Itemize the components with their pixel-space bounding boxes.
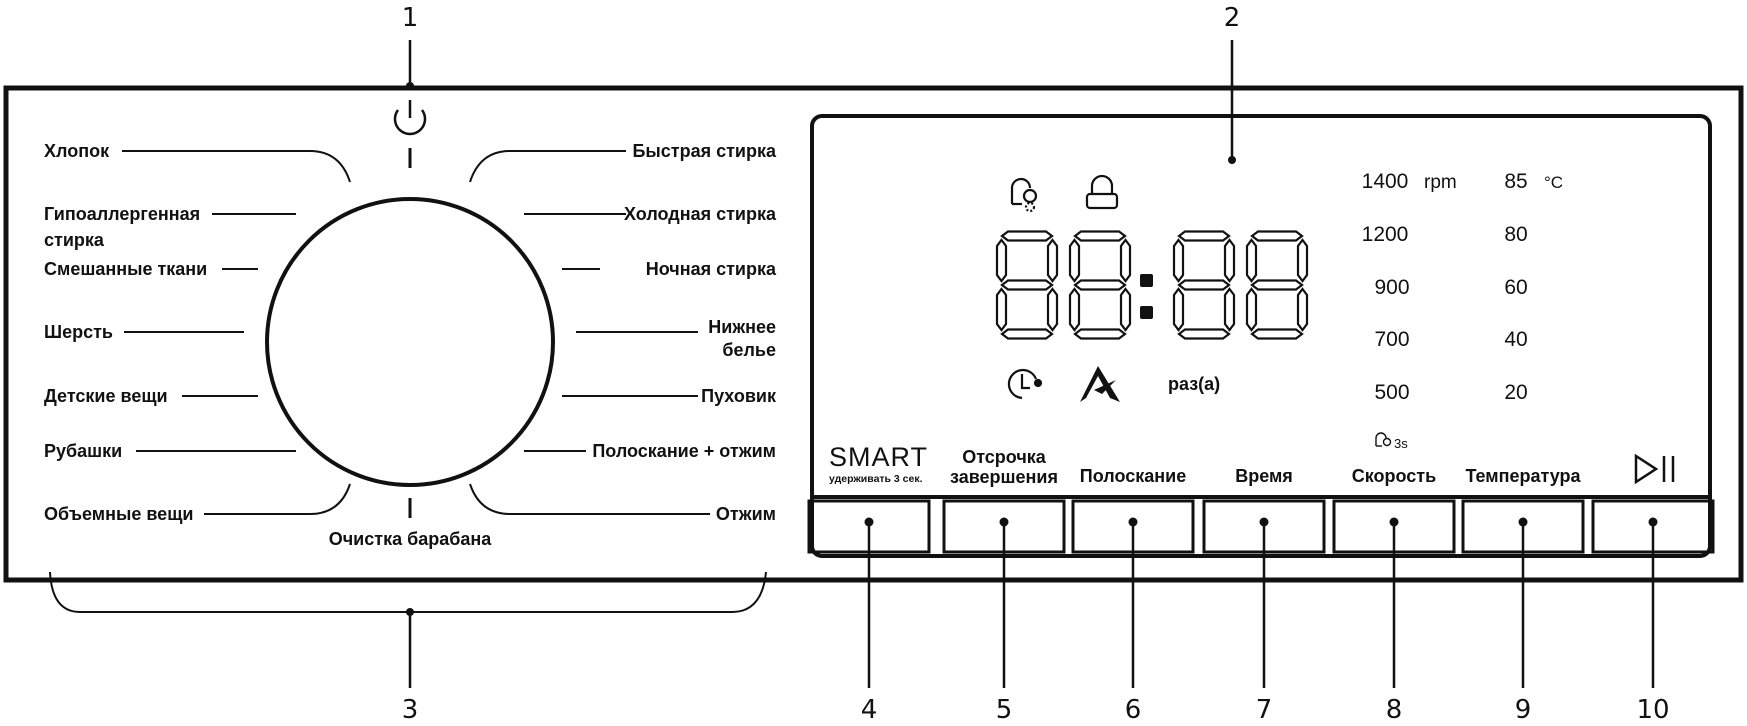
- time-digits: [995, 230, 1309, 340]
- temperature-label: Температура: [1465, 466, 1581, 486]
- program-underwear[interactable]: Нижнее: [708, 317, 776, 337]
- delay-timer-icon: [1007, 368, 1043, 400]
- callout-6: 6: [1125, 695, 1142, 725]
- digit-3-seg-f: [1172, 238, 1185, 283]
- program-bulky[interactable]: Объемные вещи: [44, 504, 193, 524]
- left-program-leaders: [122, 150, 351, 515]
- digit-1-seg-f: [995, 238, 1008, 283]
- temp-60: 60: [1504, 276, 1527, 299]
- speed-column: 1400 1200 900 700 500: [1362, 170, 1410, 404]
- digit-4-seg-d: [1250, 328, 1304, 340]
- temp-column: 85 80 60 40 20: [1504, 170, 1527, 404]
- digit-1-seg-a: [1000, 230, 1054, 242]
- door-lock-icon: [1085, 174, 1119, 210]
- digit-3-seg-a: [1177, 230, 1231, 242]
- child-lock-3s-icon: [1375, 432, 1392, 447]
- digit-2-seg-e: [1068, 287, 1081, 332]
- digit-4-seg-g: [1250, 279, 1304, 291]
- program-cotton[interactable]: Хлопок: [44, 141, 110, 161]
- play-pause-icon: [1634, 453, 1675, 485]
- digit-2-seg-g: [1073, 279, 1127, 291]
- control-panel-frame: [3, 85, 1744, 583]
- speed-1400: 1400: [1362, 170, 1409, 193]
- speed-label: Скорость: [1352, 466, 1436, 486]
- callout-5: 5: [996, 695, 1013, 725]
- smart-sublabel: удерживать 3 сек.: [829, 473, 923, 485]
- program-wool[interactable]: Шерсть: [44, 322, 113, 342]
- callout-9: 9: [1515, 695, 1532, 725]
- program-quick[interactable]: Быстрая стирка: [632, 141, 777, 161]
- speed-900: 900: [1374, 276, 1409, 299]
- child-lock-3s-label: 3s: [1394, 436, 1408, 451]
- digit-4-seg-c: [1296, 287, 1309, 332]
- program-mixed[interactable]: Смешанные ткани: [44, 259, 207, 279]
- callout-8: 8: [1386, 695, 1403, 725]
- program-night[interactable]: Ночная стирка: [646, 259, 777, 279]
- program-down[interactable]: Пуховик: [701, 386, 777, 406]
- temp-unit: °C: [1544, 173, 1563, 192]
- child-lock-icon: [1010, 177, 1038, 213]
- digit-2-seg-c: [1119, 287, 1132, 332]
- callout-2: 2: [1224, 3, 1241, 33]
- temp-85: 85: [1504, 170, 1527, 193]
- speed-1200: 1200: [1362, 223, 1409, 246]
- digit-3-seg-e: [1172, 287, 1185, 332]
- digit-3-seg-d: [1177, 328, 1231, 340]
- digit-3-seg-b: [1223, 238, 1236, 283]
- callout-4: 4: [861, 695, 878, 725]
- program-underwear-line2[interactable]: белье: [722, 340, 776, 360]
- digit-4-seg-f: [1245, 238, 1258, 283]
- rinse-times-label: раз(а): [1168, 374, 1220, 394]
- digit-3-seg-c: [1223, 287, 1236, 332]
- button-row: 4 5 6 7 8 9 10: [807, 499, 1715, 725]
- temp-40: 40: [1504, 328, 1527, 351]
- power-icon[interactable]: [393, 100, 427, 136]
- time-label: Время: [1235, 466, 1293, 486]
- auto-icon: [1080, 366, 1120, 402]
- program-dial[interactable]: [265, 197, 555, 487]
- digit-4-seg-e: [1245, 287, 1258, 332]
- callout-3: 3: [402, 695, 419, 725]
- program-spin[interactable]: Отжим: [716, 504, 776, 524]
- program-baby[interactable]: Детские вещи: [44, 386, 168, 406]
- digits-colon: [1140, 274, 1153, 319]
- temp-80: 80: [1504, 223, 1527, 246]
- digit-1-seg-e: [995, 287, 1008, 332]
- smart-label: SMART: [829, 442, 928, 472]
- speed-700: 700: [1374, 328, 1409, 351]
- digit-2-seg-b: [1119, 238, 1132, 283]
- digit-1-seg-c: [1046, 287, 1059, 332]
- delay-label-2: завершения: [950, 467, 1058, 487]
- right-program-leaders: [469, 150, 710, 515]
- callout-7: 7: [1256, 695, 1273, 725]
- delay-label-1: Отсрочка: [962, 447, 1047, 467]
- display-panel: [810, 114, 1712, 558]
- temp-20: 20: [1504, 381, 1527, 404]
- rinse-label: Полоскание: [1080, 466, 1186, 486]
- program-drum-clean[interactable]: Очистка барабана: [329, 529, 492, 549]
- digit-2-seg-d: [1073, 328, 1127, 340]
- digit-3-seg-g: [1177, 279, 1231, 291]
- program-hypoallergenic-line2[interactable]: стирка: [44, 230, 105, 250]
- speed-unit: rpm: [1424, 172, 1457, 193]
- digit-1-seg-b: [1046, 238, 1059, 283]
- callout-1: 1: [402, 3, 419, 33]
- digit-4-seg-b: [1296, 238, 1309, 283]
- digit-1-seg-g: [1000, 279, 1054, 291]
- callout-10: 10: [1636, 695, 1669, 725]
- program-shirts[interactable]: Рубашки: [44, 441, 122, 461]
- program-cold[interactable]: Холодная стирка: [624, 204, 777, 224]
- digit-2-seg-a: [1073, 230, 1127, 242]
- digit-4-seg-a: [1250, 230, 1304, 242]
- program-rinse-spin[interactable]: Полоскание + отжим: [592, 441, 776, 461]
- speed-500: 500: [1374, 381, 1409, 404]
- program-hypoallergenic[interactable]: Гипоаллергенная: [44, 204, 200, 224]
- digit-1-seg-d: [1000, 328, 1054, 340]
- digit-2-seg-f: [1068, 238, 1081, 283]
